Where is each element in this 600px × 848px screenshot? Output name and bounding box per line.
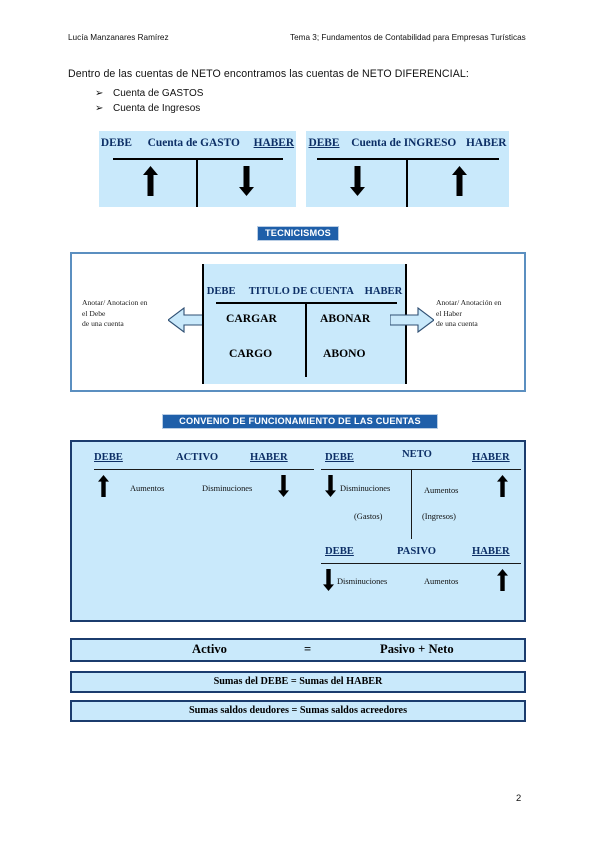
left-note-line-3: de una cuenta bbox=[82, 319, 124, 328]
equation-pasivo-neto: Pasivo + Neto bbox=[380, 642, 454, 656]
t-account-title: Cuenta de GASTO bbox=[147, 137, 240, 149]
arrow-down-icon bbox=[239, 166, 254, 196]
t-account-horizontal-rule bbox=[317, 158, 499, 160]
debit-label: DEBE bbox=[206, 286, 236, 297]
activo-title: ACTIVO bbox=[176, 452, 219, 463]
activo-credit-label: HABER bbox=[250, 452, 288, 463]
neto-debit-sub: (Gastos) bbox=[354, 512, 383, 521]
equation-bar-sumas-debe-haber: Sumas del DEBE = Sumas del HABER bbox=[70, 671, 526, 693]
t-account-title: Cuenta de INGRESO bbox=[351, 137, 457, 149]
arrow-up-icon bbox=[143, 166, 158, 196]
arrow-up-icon bbox=[97, 475, 110, 497]
arrow-up-icon bbox=[452, 166, 467, 196]
banner-convenio: CONVENIO DE FUNCIONAMIENTO DE LAS CUENTA… bbox=[162, 414, 438, 429]
pasivo-title: PASIVO bbox=[397, 546, 437, 557]
bullet-arrow-icon: ➢ bbox=[95, 88, 104, 99]
pasivo-debit-label: DEBE bbox=[325, 546, 354, 557]
neto-debit-text: Disminuciones bbox=[340, 484, 391, 493]
list-item: ➢ Cuenta de GASTOS bbox=[95, 86, 203, 101]
banner-tecnicismos: TECNICISMOS bbox=[257, 226, 339, 241]
debit-label: DEBE bbox=[100, 137, 132, 149]
credit-label: HABER bbox=[364, 286, 403, 297]
neto-horizontal-rule bbox=[321, 469, 521, 471]
equation-activo: Activo bbox=[192, 642, 227, 656]
pasivo-debit-text: Disminuciones bbox=[337, 577, 388, 586]
pasivo-credit-text: Aumentos bbox=[424, 577, 459, 586]
credit-verb: ABONAR bbox=[320, 312, 371, 325]
neto-title: NETO bbox=[402, 449, 432, 460]
page-number: 2 bbox=[516, 792, 522, 803]
pasivo-credit-label: HABER bbox=[472, 546, 510, 557]
credit-noun: ABONO bbox=[323, 347, 366, 360]
arrow-down-icon bbox=[322, 569, 335, 591]
bullet-arrow-icon: ➢ bbox=[95, 103, 104, 114]
tecnicismos-header: DEBE TITULO DE CUENTA HABER bbox=[204, 286, 405, 297]
t-account-ingreso: DEBE Cuenta de INGRESO HABER bbox=[306, 131, 509, 207]
arrow-left-block-icon bbox=[168, 305, 212, 335]
arrow-right-block-icon bbox=[390, 305, 434, 335]
t-account-vertical-rule bbox=[305, 302, 307, 377]
right-note-line-3: de una cuenta bbox=[436, 319, 478, 328]
equation-bar-fundamental: Activo = Pasivo + Neto bbox=[70, 638, 526, 662]
tecnicismos-diagram: Anotar/ Anotacion en el Debe de una cuen… bbox=[70, 252, 526, 392]
credit-label: HABER bbox=[253, 137, 295, 149]
header-course: Tema 3; Fundamentos de Contabilidad para… bbox=[290, 33, 526, 42]
right-note-line-1: Anotar/ Anotación en bbox=[436, 298, 502, 307]
bullet-list: ➢ Cuenta de GASTOS ➢ Cuenta de Ingresos bbox=[95, 86, 203, 116]
t-account-vertical-rule bbox=[406, 158, 408, 207]
pasivo-horizontal-rule bbox=[321, 563, 521, 565]
list-item-label: Cuenta de Ingresos bbox=[113, 103, 201, 114]
left-note-line-2: el Debe bbox=[82, 308, 106, 318]
arrow-down-icon bbox=[277, 475, 290, 497]
equation-bar-saldos: Sumas saldos deudores = Sumas saldos acr… bbox=[70, 700, 526, 722]
debit-verb: CARGAR bbox=[226, 312, 277, 325]
activo-horizontal-rule bbox=[94, 469, 314, 471]
list-item: ➢ Cuenta de Ingresos bbox=[95, 101, 203, 116]
activo-credit-text: Disminuciones bbox=[202, 484, 253, 493]
left-note-line-1: Anotar/ Anotacion en bbox=[82, 298, 148, 307]
t-account-ingreso-header: DEBE Cuenta de INGRESO HABER bbox=[306, 137, 509, 149]
header-author: Lucía Manzanares Ramírez bbox=[68, 33, 169, 42]
convenio-diagram: DEBE ACTIVO HABER Aumentos Disminuciones… bbox=[70, 440, 526, 622]
tecnicismos-right-note: Anotar/ Anotación en el Haber de una cue… bbox=[436, 298, 501, 330]
neto-vertical-rule bbox=[411, 469, 413, 539]
right-note-line-2: el Haber bbox=[436, 308, 462, 318]
arrow-up-icon bbox=[496, 475, 509, 497]
intro-paragraph: Dentro de las cuentas de NETO encontramo… bbox=[68, 68, 469, 80]
debit-noun: CARGO bbox=[229, 347, 273, 360]
running-header: Lucía Manzanares Ramírez Tema 3; Fundame… bbox=[68, 33, 562, 47]
credit-label: HABER bbox=[466, 137, 507, 149]
arrow-down-icon bbox=[324, 475, 337, 497]
debit-label: DEBE bbox=[308, 137, 340, 149]
list-item-label: Cuenta de GASTOS bbox=[113, 88, 204, 99]
equation-operator: = bbox=[304, 642, 312, 656]
t-account-vertical-rule bbox=[196, 158, 198, 207]
tecnicismos-t-account: DEBE TITULO DE CUENTA HABER CARGAR ABONA… bbox=[202, 264, 407, 384]
t-account-title: TITULO DE CUENTA bbox=[248, 286, 354, 297]
tecnicismos-left-note: Anotar/ Anotacion en el Debe de una cuen… bbox=[82, 298, 147, 330]
neto-credit-sub: (Ingresos) bbox=[422, 512, 456, 521]
neto-debit-label: DEBE bbox=[325, 452, 354, 463]
arrow-down-icon bbox=[350, 166, 365, 196]
t-account-gasto-header: DEBE Cuenta de GASTO HABER bbox=[99, 137, 296, 149]
t-account-horizontal-rule bbox=[113, 158, 283, 160]
neto-credit-text: Aumentos bbox=[424, 486, 459, 495]
activo-debit-label: DEBE bbox=[94, 452, 123, 463]
arrow-up-icon bbox=[496, 569, 509, 591]
t-account-gasto: DEBE Cuenta de GASTO HABER bbox=[99, 131, 296, 207]
neto-credit-label: HABER bbox=[472, 452, 510, 463]
activo-debit-text: Aumentos bbox=[130, 484, 165, 493]
